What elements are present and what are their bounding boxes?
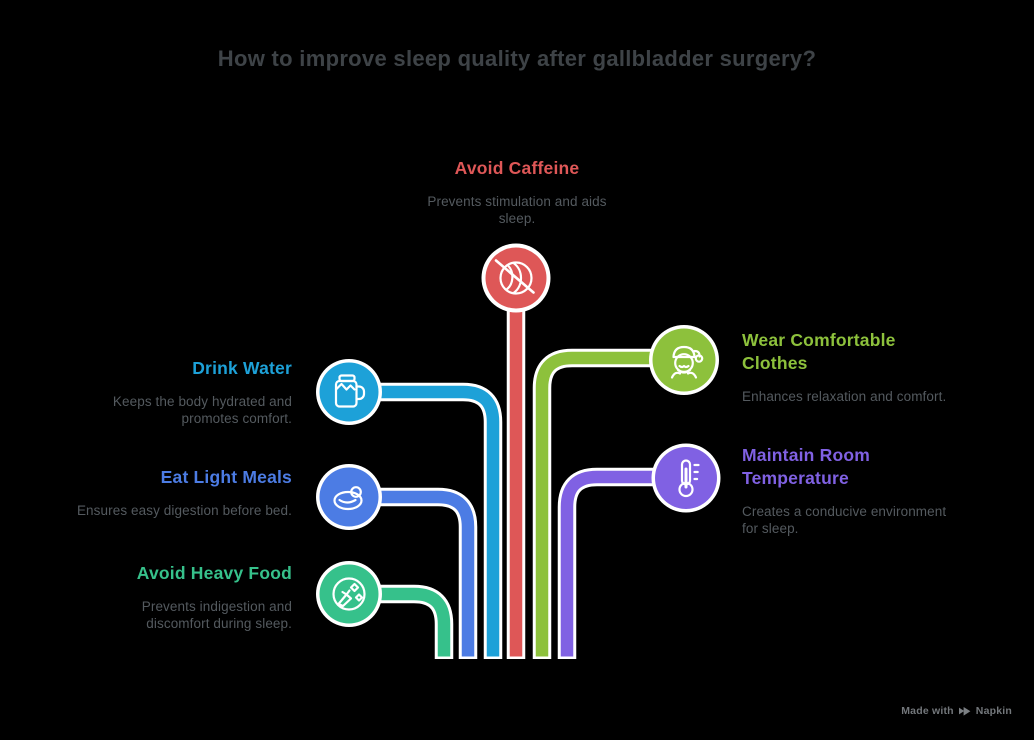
drink-water-description: Keeps the body hydrated and promotes com… [112, 394, 292, 426]
drink-water-label-block: Drink Water Keeps the body hydrated and … [113, 357, 292, 427]
vegetables-icon [332, 577, 366, 611]
avoid-heavy-food-description: Prevents indigestion and discomfort duri… [141, 599, 292, 631]
avoid-caffeine-description: Prevents stimulation and aids sleep. [427, 194, 607, 226]
wear-comfortable-clothes-node [649, 325, 719, 395]
avoid-heavy-food-heading: Avoid Heavy Food [136, 563, 292, 583]
made-with-napkin-watermark[interactable]: Made with Napkin [901, 705, 1012, 717]
maintain-room-temperature-heading: Maintain Room Temperature [742, 445, 871, 488]
watermark-brand: Napkin [975, 705, 1012, 717]
wear-comfortable-clothes-label-block: Wear Comfortable Clothes Enhances relaxa… [742, 329, 946, 405]
avoid-heavy-food-node [316, 561, 382, 627]
avoid-caffeine-node [481, 243, 551, 313]
thermometer-icon [678, 459, 700, 498]
eat-light-meals-node [316, 464, 382, 530]
sleep-cap-person-icon [670, 345, 704, 379]
watermark-prefix: Made with [901, 705, 954, 717]
maintain-room-temperature-description: Creates a conducive environment for slee… [742, 504, 947, 536]
wire-maintain-room-temperature [560, 470, 686, 657]
drink-water-heading: Drink Water [192, 358, 292, 378]
wire-wear-comfortable-clothes [535, 351, 684, 657]
wear-comfortable-clothes-description: Enhances relaxation and comfort. [742, 389, 947, 404]
wire-eat-light-meals [349, 490, 475, 657]
wire-avoid-heavy-food [349, 587, 451, 657]
avoid-caffeine-heading: Avoid Caffeine [454, 158, 580, 178]
steak-plate-icon [333, 486, 363, 511]
avoid-heavy-food-label-block: Avoid Heavy Food Prevents indigestion an… [137, 562, 292, 632]
napkin-logo-icon [958, 706, 971, 716]
page-title: How to improve sleep quality after gallb… [217, 46, 817, 71]
maintain-room-temperature-label-block: Maintain Room Temperature Creates a cond… [742, 444, 946, 537]
eat-light-meals-label-block: Eat Light Meals Ensures easy digestion b… [77, 466, 292, 519]
no-caffeine-icon [494, 259, 535, 295]
eat-light-meals-heading: Eat Light Meals [160, 467, 292, 487]
wire-drink-water [349, 385, 500, 657]
drink-water-node [316, 359, 382, 425]
connector-wires [349, 278, 686, 657]
maintain-room-temperature-node [651, 443, 721, 513]
eat-light-meals-description: Ensures easy digestion before bed. [76, 503, 292, 518]
water-jar-icon [334, 374, 366, 408]
wear-comfortable-clothes-heading: Wear Comfortable Clothes [742, 330, 896, 373]
avoid-caffeine-label-block: Avoid Caffeine Prevents stimulation and … [367, 157, 667, 227]
